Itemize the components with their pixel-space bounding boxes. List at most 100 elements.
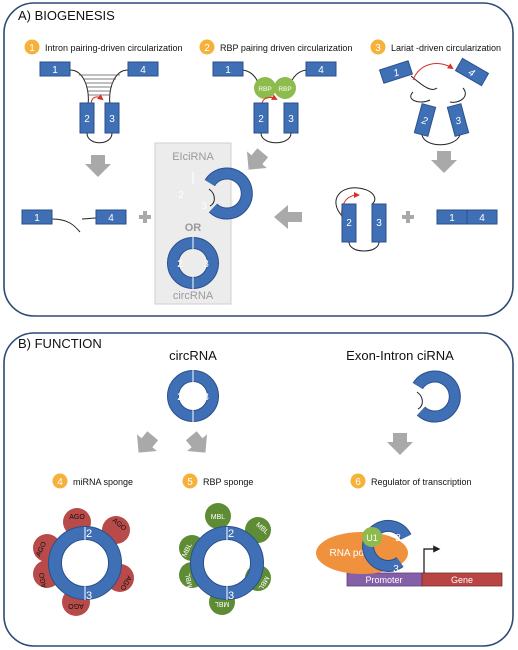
svg-text:4: 4 bbox=[318, 65, 324, 76]
step1-label: Intron pairing-driven circularization bbox=[45, 43, 183, 53]
arrow-to-regulator bbox=[387, 433, 413, 455]
svg-text:4: 4 bbox=[108, 213, 114, 224]
ago-label: AGO bbox=[39, 571, 49, 588]
step1-badge bbox=[24, 39, 40, 55]
svg-text:2: 2 bbox=[86, 528, 92, 540]
arrow-to-rbp bbox=[185, 431, 208, 453]
products-box: EIciRNA 2 3 OR 2 3 circRNA bbox=[154, 142, 253, 305]
rbp-sponge: MBL MBL MBL MBL MBL MBL 2 3 bbox=[179, 503, 271, 615]
exon-4 bbox=[127, 61, 159, 77]
ago-label: AGO bbox=[68, 602, 84, 609]
svg-text:1: 1 bbox=[392, 67, 401, 79]
step1-heading: 1 Intron pairing-driven circularization bbox=[24, 39, 183, 55]
step6-heading: 6 Regulator of transcription bbox=[350, 473, 472, 489]
exon-1 bbox=[378, 60, 414, 84]
arrow-to-mirna bbox=[136, 431, 159, 453]
svg-text:2: 2 bbox=[395, 533, 401, 544]
arrow-down-step1 bbox=[85, 155, 111, 177]
ago-label: AGO bbox=[69, 514, 85, 521]
ei-ciRNA-heading: Exon-Intron ciRNA bbox=[346, 348, 454, 363]
svg-text:3: 3 bbox=[454, 115, 463, 127]
plus-icon bbox=[402, 211, 414, 223]
step2-label: RBP pairing driven circularization bbox=[220, 43, 352, 53]
intron-pairing-illustration: 1 4 2 3 bbox=[39, 61, 159, 144]
svg-text:3: 3 bbox=[203, 259, 209, 270]
svg-text:5: 5 bbox=[187, 477, 193, 488]
rbp-pairing-illustration: 1 4 RBP RBP 2 3 bbox=[212, 61, 337, 144]
svg-text:1: 1 bbox=[29, 43, 35, 54]
svg-text:2: 2 bbox=[228, 528, 234, 540]
svg-text:2: 2 bbox=[386, 393, 392, 404]
gene-bar bbox=[421, 572, 503, 587]
arrow-diag-step2 bbox=[246, 148, 269, 170]
step5-label: RBP sponge bbox=[203, 477, 253, 487]
eiciRNA-label: EIciRNA bbox=[172, 151, 214, 163]
transcription-regulator: Promoter Gene RNA pol II 2 3 U1 bbox=[316, 519, 503, 587]
svg-text:RBP: RBP bbox=[258, 86, 271, 93]
arrow-down-step3 bbox=[431, 151, 457, 173]
u1-label: U1 bbox=[366, 533, 378, 543]
rna-pol-ii-label: RNA pol II bbox=[329, 548, 374, 559]
biogenesis-arrows bbox=[85, 148, 457, 229]
biogenesis-title: A) BIOGENESIS bbox=[18, 8, 115, 23]
svg-text:3: 3 bbox=[109, 114, 115, 125]
exon-3 bbox=[446, 103, 470, 137]
exon-1 bbox=[39, 61, 71, 77]
exon-4 bbox=[305, 61, 337, 77]
exon-4 bbox=[95, 209, 127, 225]
promoter-label: Promoter bbox=[365, 575, 402, 585]
svg-text:6: 6 bbox=[355, 477, 361, 488]
svg-text:4: 4 bbox=[140, 65, 146, 76]
step4-label: miRNA sponge bbox=[73, 477, 133, 487]
exon-1 bbox=[21, 209, 53, 225]
step3-badge bbox=[370, 39, 386, 55]
step3-label: Lariat -driven circularization bbox=[391, 43, 501, 53]
svg-text:4: 4 bbox=[479, 213, 485, 224]
svg-text:2: 2 bbox=[204, 43, 210, 54]
svg-text:3: 3 bbox=[376, 218, 382, 229]
exon-2 bbox=[413, 103, 437, 137]
arrow-left-step3 bbox=[274, 205, 302, 229]
svg-text:1: 1 bbox=[449, 213, 455, 224]
svg-text:RBP: RBP bbox=[278, 86, 291, 93]
svg-text:2: 2 bbox=[84, 114, 90, 125]
svg-text:3: 3 bbox=[393, 564, 399, 575]
circRNA-label: circRNA bbox=[173, 290, 214, 302]
step3-heading: 3 Lariat -driven circularization bbox=[370, 39, 501, 55]
exon-4 bbox=[454, 57, 490, 87]
svg-text:2: 2 bbox=[177, 392, 183, 403]
exon-1 bbox=[212, 61, 244, 77]
svg-text:2: 2 bbox=[420, 115, 430, 127]
svg-text:2: 2 bbox=[346, 218, 352, 229]
circRNA-heading: circRNA bbox=[169, 348, 217, 363]
lariat-product: 2 3 1 4 bbox=[335, 187, 498, 252]
plus-icon bbox=[139, 211, 151, 223]
svg-text:4: 4 bbox=[466, 67, 477, 80]
mbl-label: MBL bbox=[215, 600, 230, 607]
step2-badge bbox=[199, 39, 215, 55]
mbl-label: MBL bbox=[211, 514, 226, 521]
step6-label: Regulator of transcription bbox=[371, 477, 472, 487]
svg-text:3: 3 bbox=[201, 201, 207, 212]
exon-4 bbox=[466, 209, 498, 225]
step5-heading: 5 RBP sponge bbox=[182, 473, 253, 489]
circRNA-ring-function: 2 3 bbox=[167, 370, 219, 422]
u1-snrnp bbox=[362, 527, 382, 547]
svg-text:4: 4 bbox=[57, 477, 63, 488]
step2-heading: 2 RBP pairing driven circularization bbox=[199, 39, 352, 55]
function-arrows bbox=[136, 431, 413, 455]
svg-text:3: 3 bbox=[86, 590, 92, 602]
gene-label: Gene bbox=[451, 575, 473, 585]
step4-heading: 4 miRNA sponge bbox=[52, 473, 133, 489]
svg-text:1: 1 bbox=[225, 65, 231, 76]
rbp-right bbox=[274, 77, 296, 99]
svg-text:3: 3 bbox=[288, 114, 294, 125]
svg-text:3: 3 bbox=[375, 43, 381, 54]
svg-text:2: 2 bbox=[258, 114, 264, 125]
mirna-sponge: AGO AGO AGO AGO AGO AGO 2 3 bbox=[33, 508, 134, 616]
transcription-start-arrow bbox=[423, 545, 441, 573]
linear-product-left: 1 4 bbox=[21, 209, 127, 233]
mbl-label: MBL bbox=[185, 572, 194, 587]
svg-text:3: 3 bbox=[228, 590, 234, 602]
